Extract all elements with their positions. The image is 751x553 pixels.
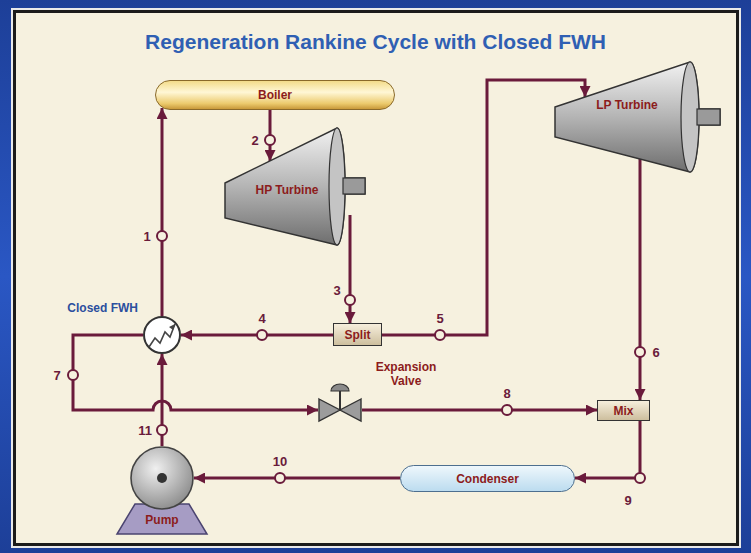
state-number: 9 [624,493,631,508]
flow-path [349,215,352,323]
flow-line [345,215,355,323]
node-label: Expansion Valve [366,360,446,388]
flow-path [639,147,642,400]
node-label: Closed FWH [43,301,138,315]
state-number: 8 [503,386,510,401]
state-point [635,473,645,483]
flow-line [181,330,333,340]
node-label: Mix [613,404,633,418]
state-number: 6 [652,345,659,360]
state-number: 10 [273,454,287,469]
flow-path [73,335,318,410]
flow-path [575,421,640,478]
state-point [157,231,167,241]
mix-box: Mix [597,400,650,421]
cone-shape [555,62,720,172]
state-point [345,295,355,305]
flow-line [575,421,645,483]
node-label: LP Turbine [591,98,663,112]
flow-path [194,477,400,480]
node-label: Condenser [456,472,519,486]
fwh-shape [143,316,181,354]
flow-line [265,108,275,161]
pump: Pump [117,446,207,534]
flow-line [68,335,318,410]
state-point [257,330,267,340]
node-label: Boiler [258,88,292,102]
flow-line [194,473,400,483]
flow-path [161,108,164,316]
lp-turbine: LP Turbine [555,62,720,172]
state-point [502,405,512,415]
state-number: 11 [138,423,152,438]
text-holder: Mix [598,401,649,420]
node-label: HP Turbine [251,183,323,197]
boiler-drum: Boiler [155,80,395,110]
closed-fwh: Closed FWH [143,316,181,354]
flow-line [157,108,167,316]
text-holder: Split [334,324,381,345]
state-number: 5 [436,311,443,326]
state-point [68,370,78,380]
state-point [265,135,275,145]
flow-line [635,147,645,400]
state-number: 4 [258,311,265,326]
flow-line [157,354,167,446]
state-point [275,473,285,483]
state-number: 1 [143,229,150,244]
flow-path [362,409,597,412]
split-box: Split [333,323,382,346]
text-holder: Boiler [156,81,394,109]
node-label: Pump [117,513,207,527]
node-label: Split [345,328,371,342]
expansion-valve: Expansion Valve [318,398,362,422]
text-holder: Condenser [401,466,574,491]
state-point [157,425,167,435]
state-point [635,347,645,357]
flow-line [362,405,597,415]
condenser: Condenser [400,465,575,492]
state-number: 2 [251,133,258,148]
state-point [435,330,445,340]
hp-turbine: HP Turbine [225,128,365,245]
diagram-title: Regeneration Rankine Cycle with Closed F… [0,30,751,54]
state-number: 3 [333,283,340,298]
state-number: 7 [53,368,60,383]
valve-shape [318,398,362,422]
